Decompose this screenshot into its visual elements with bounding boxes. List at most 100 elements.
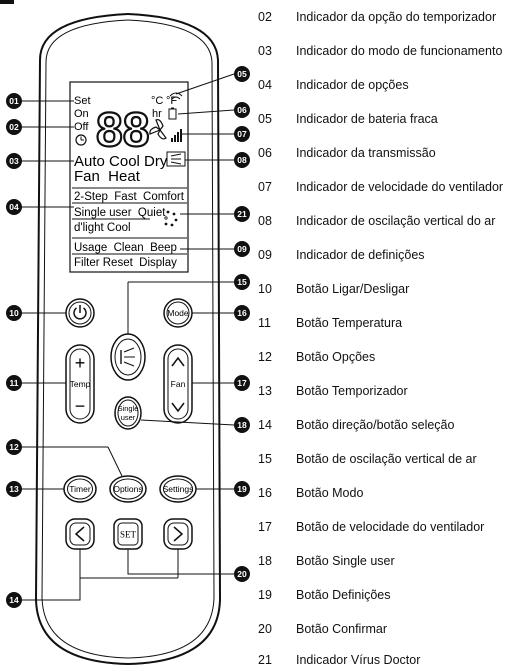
lcd-settings-row2: Filter Reset Display bbox=[74, 257, 177, 269]
timer-button-label: Timer bbox=[69, 484, 91, 494]
legend-text: Botão Confirmar bbox=[296, 622, 388, 636]
legend-num: 21 bbox=[258, 653, 272, 667]
legend-text: Botão de velocidade do ventilador bbox=[296, 520, 485, 534]
svg-text:19: 19 bbox=[237, 484, 247, 494]
callout-06: 06 bbox=[234, 102, 250, 118]
lcd-modes-row2: Fan Heat bbox=[74, 168, 141, 185]
power-button[interactable] bbox=[65, 298, 95, 328]
fan-icon bbox=[149, 119, 167, 140]
temp-rocker-label: Temp bbox=[70, 379, 91, 389]
fan-rocker[interactable]: Fan bbox=[163, 344, 193, 424]
legend-num: 09 bbox=[258, 248, 272, 262]
legend-text: Indicador de opções bbox=[296, 78, 409, 92]
legend-num: 12 bbox=[258, 350, 272, 364]
timer-clock-icon bbox=[75, 134, 87, 146]
svg-text:02: 02 bbox=[9, 122, 19, 132]
legend-num: 16 bbox=[258, 486, 272, 500]
legend-num: 03 bbox=[258, 44, 272, 58]
legend-item: 14 Botão direção/botão seleção bbox=[258, 417, 454, 433]
legend-item: 19 Botão Definições bbox=[258, 587, 391, 603]
legend-text: Indicador de definições bbox=[296, 248, 425, 262]
legend-text: Botão Temperatura bbox=[296, 316, 403, 330]
lcd-opts-row3: d'light Cool bbox=[74, 222, 131, 234]
svg-text:15: 15 bbox=[237, 277, 247, 287]
fan-speed-bars-icon bbox=[171, 129, 182, 142]
callout-13: 13 bbox=[6, 481, 22, 497]
lcd-deg-f: °F bbox=[166, 95, 177, 107]
svg-text:13: 13 bbox=[9, 484, 19, 494]
svg-text:04: 04 bbox=[9, 202, 19, 212]
legend-text: Botão Definições bbox=[296, 588, 391, 602]
options-button[interactable]: Options bbox=[109, 475, 147, 503]
legend-item: 12 Botão Opções bbox=[258, 349, 375, 365]
low-battery-icon bbox=[168, 107, 177, 120]
legend-text: Botão direção/botão seleção bbox=[296, 418, 455, 432]
legend-num: 19 bbox=[258, 588, 272, 602]
callout-21: 21 bbox=[234, 206, 250, 222]
temp-minus-label[interactable]: − bbox=[75, 396, 86, 416]
callout-19: 19 bbox=[234, 481, 250, 497]
air-swing-icon bbox=[166, 151, 186, 167]
power-icon bbox=[73, 307, 87, 320]
callout-03: 03 bbox=[6, 153, 22, 169]
svg-text:11: 11 bbox=[10, 378, 19, 388]
svg-text:03: 03 bbox=[9, 156, 19, 166]
set-button[interactable]: SET bbox=[113, 518, 143, 550]
lcd-modes-row1: Auto Cool Dry bbox=[74, 153, 168, 170]
timer-button[interactable]: Timer bbox=[63, 475, 97, 503]
callout-04: 04 bbox=[6, 199, 22, 215]
temp-plus-label[interactable]: + bbox=[75, 353, 86, 373]
svg-text:17: 17 bbox=[237, 378, 247, 388]
svg-text:12: 12 bbox=[9, 442, 19, 452]
air-swing-button-icon bbox=[120, 347, 135, 367]
lcd-opts-row1: 2-Step Fast Comfort bbox=[74, 191, 185, 203]
legend-num: 18 bbox=[258, 554, 272, 568]
legend-text: Botão Opções bbox=[296, 350, 376, 364]
callout-02: 02 bbox=[6, 119, 22, 135]
svg-text:06: 06 bbox=[237, 105, 247, 115]
legend-text: Botão Modo bbox=[296, 486, 364, 500]
chevron-up-icon[interactable] bbox=[171, 356, 185, 367]
air-swing-button[interactable] bbox=[110, 333, 146, 381]
svg-text:16: 16 bbox=[237, 308, 247, 318]
chevron-right-icon bbox=[173, 526, 184, 542]
svg-text:05: 05 bbox=[237, 69, 247, 79]
left-button[interactable] bbox=[65, 518, 95, 550]
callout-17: 17 bbox=[234, 375, 250, 391]
lcd-set: Set bbox=[74, 95, 91, 107]
callout-11: 11 bbox=[6, 375, 22, 391]
right-button[interactable] bbox=[163, 518, 193, 550]
legend-text: Indicador de oscilação vertical do ar bbox=[296, 214, 496, 228]
legend-num: 05 bbox=[258, 112, 272, 126]
leader-lines bbox=[22, 73, 235, 601]
callout-10: 10 bbox=[6, 305, 22, 321]
mode-button[interactable]: Mode bbox=[163, 298, 193, 328]
svg-text:10: 10 bbox=[9, 308, 19, 318]
lcd-hr: hr bbox=[152, 108, 162, 120]
svg-text:07: 07 bbox=[237, 129, 247, 139]
chevron-down-icon[interactable] bbox=[171, 402, 185, 413]
legend-text: Indicador da transmissão bbox=[296, 146, 436, 160]
temp-rocker[interactable]: + Temp − bbox=[65, 344, 95, 424]
lcd-opts-row2: Single user Quiet bbox=[74, 207, 166, 219]
legend-text: Indicador do modo de funcionamento bbox=[296, 44, 503, 58]
settings-button[interactable]: Settings bbox=[159, 475, 197, 503]
legend-text: Indicador de velocidade do ventilador bbox=[296, 180, 504, 194]
legend-num: 20 bbox=[258, 622, 272, 636]
legend-num: 14 bbox=[258, 418, 272, 432]
legend-text: Botão de oscilação vertical de ar bbox=[296, 452, 477, 466]
lcd-digits: 88 bbox=[96, 104, 149, 157]
callout-14: 14 bbox=[6, 592, 22, 608]
svg-text:18: 18 bbox=[237, 420, 247, 430]
callout-20: 20 bbox=[234, 566, 250, 582]
lcd-panel bbox=[69, 81, 189, 273]
single-user-button[interactable]: Single user bbox=[114, 396, 142, 430]
